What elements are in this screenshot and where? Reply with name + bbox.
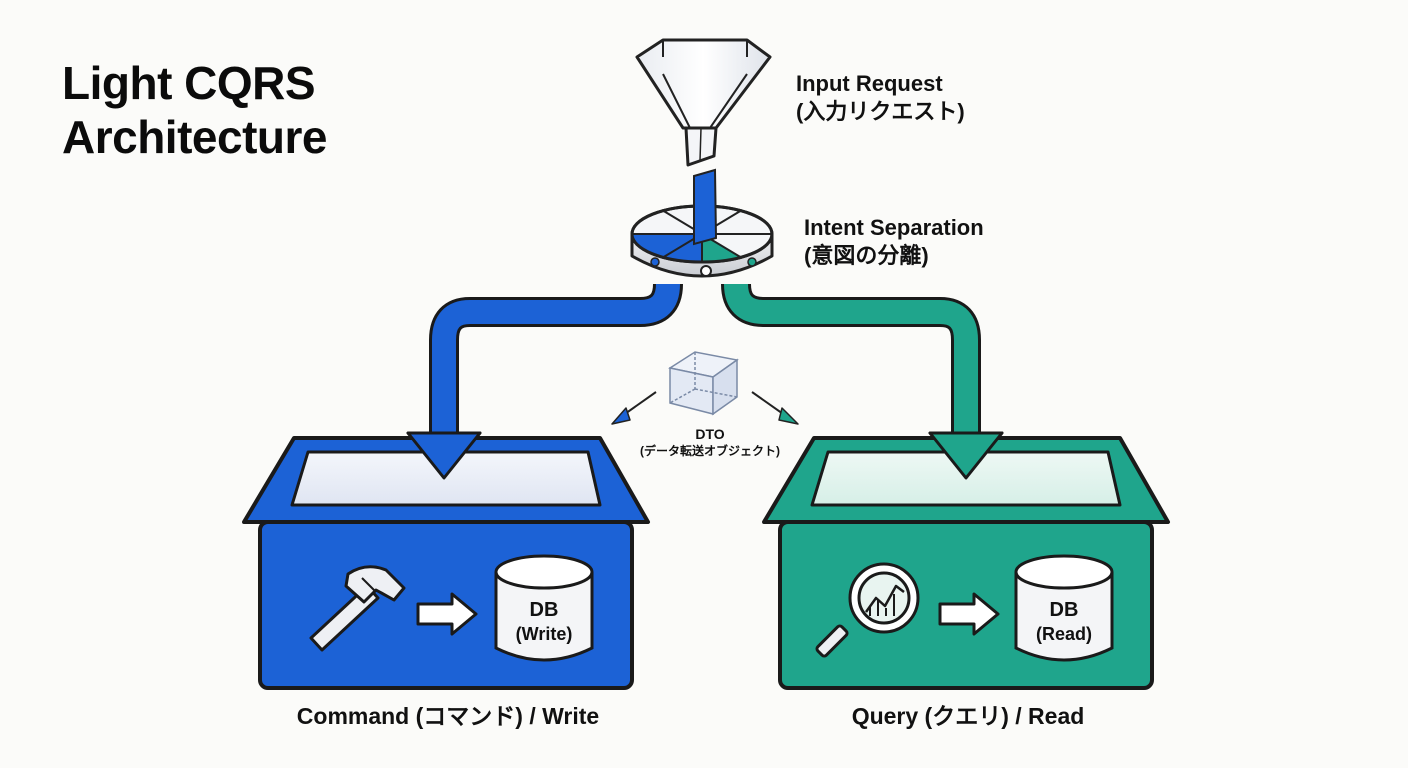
- cube-icon: [668, 351, 739, 416]
- dto-label: DTO (データ転送オブジェクト): [600, 425, 820, 459]
- db-read-line-1: DB: [1049, 599, 1079, 621]
- arrow-right-icon: [416, 592, 478, 636]
- db-read-line-2: (Read): [1035, 624, 1092, 644]
- hammer-icon: [309, 565, 406, 652]
- db-write-line-2: (Write): [515, 624, 573, 644]
- input-label-line-2: (入力リクエスト): [796, 99, 965, 124]
- magnifier-chart-icon: [815, 562, 920, 658]
- splitter-disc-icon: [630, 168, 774, 278]
- command-caption: Command (コマンド) / Write: [296, 703, 600, 729]
- intent-label-line-1: Intent Separation: [804, 215, 984, 240]
- database-icon: [494, 554, 594, 662]
- db-write-line-1: DB: [529, 599, 559, 621]
- title-line-1: Light CQRS: [62, 57, 316, 109]
- dto-arrow-left: [611, 391, 657, 425]
- intent-separation-label: Intent Separation (意図の分離): [804, 214, 984, 270]
- query-arrow-head: [928, 431, 1004, 480]
- arrow-right-icon: [938, 592, 1000, 636]
- title-line-2: Architecture: [62, 111, 327, 163]
- query-caption: Query (クエリ) / Read: [851, 703, 1085, 729]
- funnel-icon: [635, 38, 772, 167]
- command-arrow-head: [406, 431, 482, 480]
- database-icon: [1014, 554, 1114, 662]
- db-write-label: DB (Write): [496, 598, 592, 646]
- input-label-line-1: Input Request: [796, 71, 943, 96]
- page-title: Light CQRS Architecture: [62, 56, 327, 164]
- intent-label-line-2: (意図の分離): [804, 243, 929, 268]
- dto-label-line-2: (データ転送オブジェクト): [640, 444, 780, 458]
- dto-arrow-right: [751, 391, 799, 425]
- dto-label-line-1: DTO: [695, 426, 725, 442]
- db-read-label: DB (Read): [1016, 598, 1112, 646]
- input-request-label: Input Request (入力リクエスト): [796, 70, 965, 126]
